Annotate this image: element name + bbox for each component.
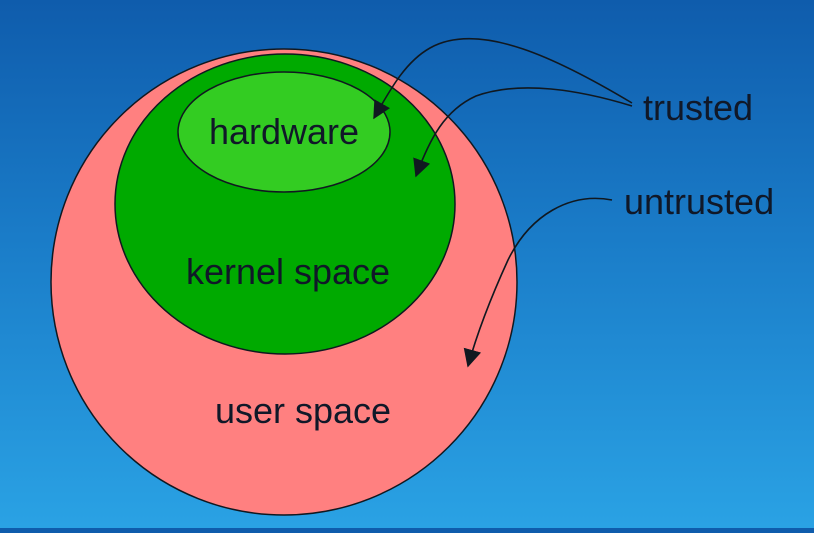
kernel-space-label: kernel space — [186, 251, 390, 292]
trusted-to-hardware-arrow — [373, 37, 633, 120]
hardware-region — [177, 71, 391, 193]
user-space-label: user space — [215, 390, 391, 431]
untrusted-label: untrusted — [624, 181, 774, 222]
trusted-to-kernel-arrow — [413, 87, 633, 178]
hardware-label: hardware — [209, 111, 359, 152]
trusted-label: trusted — [643, 87, 753, 128]
untrusted-to-user-space-arrow — [463, 197, 613, 368]
